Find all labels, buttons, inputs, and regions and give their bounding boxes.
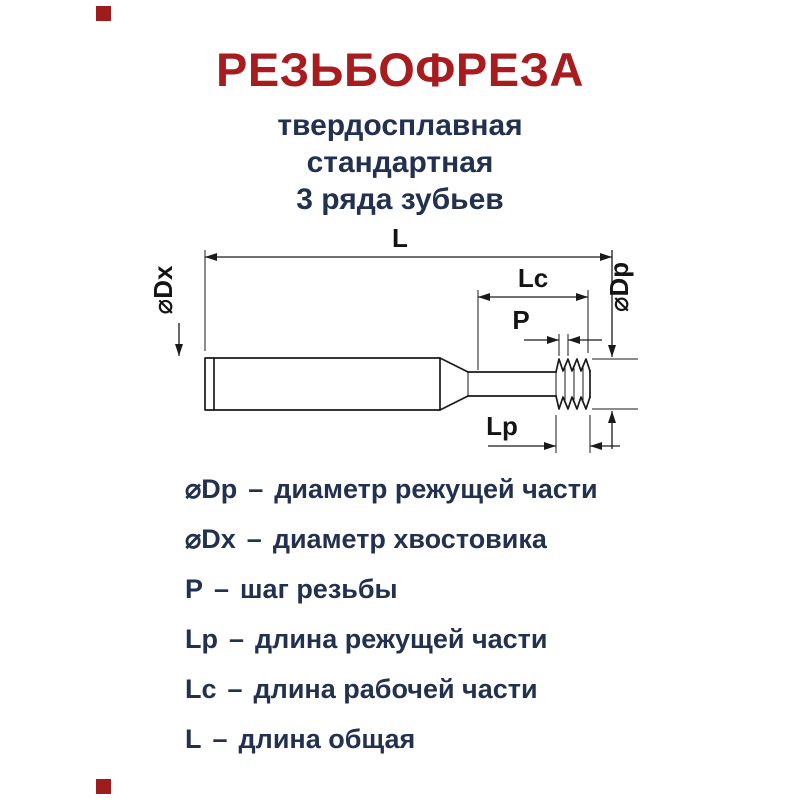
subtitle-line-2: стандартная: [306, 146, 494, 179]
dimension-cutting-length: Lp: [486, 411, 620, 453]
label-cutting-diameter: ⌀Dp: [604, 262, 634, 312]
tool-diagram: L Lc P ⌀Dx ⌀Dp: [148, 225, 638, 453]
label-overall-length: L: [392, 225, 408, 253]
legend-term: L: [185, 724, 202, 754]
legend-separator: –: [229, 624, 245, 654]
legend-term: Lp: [185, 624, 218, 654]
legend-item-l: L – длина общая: [185, 724, 598, 754]
header: РЕЗЬБОФРЕЗА твердосплавная стандартная 3…: [0, 0, 800, 218]
legend-item-dx: ⌀Dx – диаметр хвостовика: [185, 524, 598, 554]
legend-description: длина общая: [238, 724, 416, 754]
legend-description: шаг резьбы: [240, 574, 398, 604]
legend-description: диаметр режущей части: [274, 474, 598, 504]
legend-item-dp: ⌀Dp – диаметр режущей части: [185, 474, 598, 504]
legend-separator: –: [248, 474, 264, 504]
dimension-cutting-diameter: ⌀Dp: [592, 262, 638, 449]
label-cutting-length: Lp: [486, 411, 518, 441]
legend-separator: –: [246, 524, 262, 554]
label-working-length: Lc: [518, 263, 548, 293]
legend-term: Lc: [185, 674, 217, 704]
corner-mark-top-left: [96, 6, 111, 21]
legend: ⌀Dp – диаметр режущей части ⌀Dx – диамет…: [185, 474, 598, 774]
legend-separator: –: [227, 674, 243, 704]
subtitle-line-3: 3 ряда зубьев: [296, 183, 504, 216]
cutter-body: [204, 356, 592, 412]
legend-item-lp: Lp – длина режущей части: [185, 624, 598, 654]
corner-mark-bottom-left: [96, 779, 111, 794]
legend-item-p: P – шаг резьбы: [185, 574, 598, 604]
legend-term: ⌀Dx: [185, 524, 236, 554]
legend-description: длина рабочей части: [253, 674, 538, 704]
legend-term: ⌀Dp: [185, 474, 238, 504]
dimension-working-length: Lc: [477, 263, 589, 370]
page-title: РЕЗЬБОФРЕЗА: [216, 43, 584, 96]
dimension-shank-diameter: ⌀Dx: [148, 265, 183, 356]
label-thread-pitch: P: [512, 305, 529, 335]
legend-description: длина режущей части: [255, 624, 548, 654]
dimension-overall-length: L: [204, 225, 616, 357]
legend-separator: –: [214, 574, 230, 604]
label-shank-diameter: ⌀Dx: [148, 265, 178, 314]
legend-description: диаметр хвостовика: [272, 524, 547, 554]
legend-item-lc: Lc – длина рабочей части: [185, 674, 598, 704]
legend-separator: –: [212, 724, 228, 754]
legend-term: P: [185, 574, 204, 604]
subtitle-line-1: твердосплавная: [277, 109, 523, 142]
dimension-thread-pitch: P: [512, 305, 602, 356]
